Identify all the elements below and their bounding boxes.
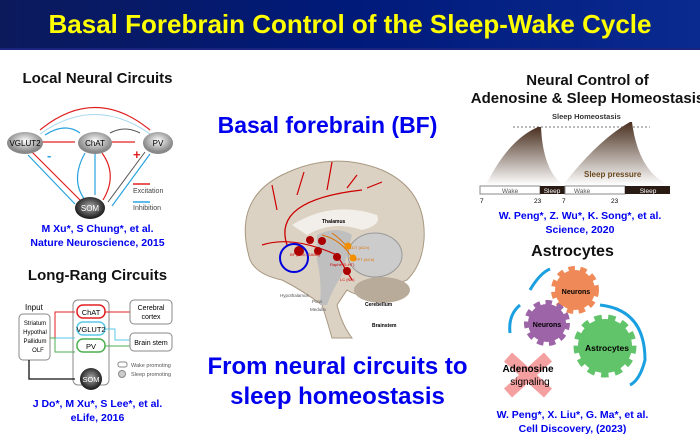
- legend-inhibition: Inhibition: [133, 205, 161, 212]
- legend-excitation: Excitation: [133, 188, 163, 195]
- bf-heading: Basal forebrain (BF): [217, 112, 438, 138]
- blocked-x-icon: [503, 352, 553, 398]
- node-vglut2: [7, 132, 43, 154]
- input-item: Striatum: [24, 321, 46, 327]
- node-pv: [143, 132, 173, 154]
- astrocytes-heading: Astrocytes: [531, 243, 614, 260]
- node-som: [75, 197, 105, 219]
- som-node: SOM: [82, 375, 99, 384]
- title-bar: Basal Forebrain Control of the Sleep-Wak…: [0, 0, 700, 50]
- long-range-diagram: Input Striatum Hypothal Pallidum OLF ChA…: [18, 299, 173, 390]
- node-chat: [78, 132, 112, 154]
- label-vglut2: VGLUT2: [9, 139, 41, 148]
- label-lc: LC (NA): [340, 277, 355, 282]
- local-circuits-heading: Local Neural Circuits: [22, 70, 173, 87]
- gear-label: Neurons: [562, 289, 591, 296]
- input-item: Pallidum: [23, 339, 46, 345]
- label-bf: BF (ACh, GABA): [290, 252, 321, 257]
- plus-sign: +: [133, 147, 141, 162]
- legend-wake: Wake promoting: [131, 363, 171, 369]
- citation-do-2016: J Do*, M Xu*, S Lee*, et al.eLife, 2016: [32, 398, 163, 424]
- label-pv: PV: [153, 139, 164, 148]
- label-medulla: Medulla: [310, 307, 326, 312]
- astrocytes-gear: [573, 314, 637, 378]
- label-ppt: PPT (ACh): [355, 257, 375, 262]
- chat-box: ChAT: [82, 308, 101, 317]
- neurons-gear-orange: [551, 266, 599, 314]
- input-item: OLF: [32, 348, 44, 354]
- label-ldt: LDT (ACh): [350, 245, 370, 250]
- gear-label: Astrocytes: [585, 343, 629, 353]
- brainstem-label: Brain stem: [134, 340, 168, 347]
- label-thalamus: Thalamus: [322, 219, 346, 225]
- bf-nucleus: [294, 246, 304, 256]
- minus-sign: -: [47, 148, 51, 163]
- gear-label: Neurons: [533, 322, 562, 329]
- citation-xu-2015: M Xu*, S Chung*, et al.Nature Neuroscien…: [30, 223, 165, 249]
- input-label: Input: [25, 303, 44, 312]
- sleep-homeostasis-chart: Sleep Homeostasis Sleep pressure Wake Sl…: [479, 112, 670, 205]
- time-tick: 23: [611, 198, 619, 205]
- label-brainstem: Brainstem: [372, 323, 397, 329]
- bf-highlight-circle: [279, 243, 309, 273]
- input-item: Hypothal: [23, 330, 47, 336]
- cycle-arrow: [528, 267, 551, 291]
- sleep-pressure-label: Sleep pressure: [584, 170, 642, 179]
- wake-segment: Wake: [574, 188, 591, 195]
- chart-title: Sleep Homeostasis: [552, 112, 621, 121]
- local-circuit-diagram: VGLUT2 ChAT PV SOM + - Excitation Inhibi…: [7, 106, 173, 219]
- sleep-segment: Sleep: [640, 188, 657, 195]
- slide-title: Basal Forebrain Control of the Sleep-Wak…: [48, 9, 652, 39]
- time-tick: 7: [562, 198, 566, 205]
- brain-illustration: BF (ACh, GABA) Thalamus Raphe (5-HT) LC …: [244, 160, 425, 339]
- legend-sleep: Sleep promoting: [131, 372, 171, 378]
- time-tick: 7: [480, 198, 484, 205]
- label-cerebellum: Cerebellum: [365, 302, 393, 308]
- vglut2-box: VGLUT2: [76, 325, 105, 334]
- long-range-heading: Long-Rang Circuits: [27, 267, 168, 284]
- adenosine-label: signaling: [510, 377, 549, 388]
- pv-box: PV: [86, 342, 96, 351]
- label-chat: ChAT: [85, 139, 105, 148]
- cortex-label: Cerebral: [138, 305, 165, 312]
- label-raphe: Raphe (5-HT): [330, 262, 355, 267]
- label-hypothalamus: Hypothalamus: [280, 293, 310, 298]
- citation-peng-2023: W. Peng*, X. Liu*, G. Ma*, et al.Cell Di…: [496, 409, 649, 435]
- cortex-label: cortex: [141, 314, 161, 321]
- label-pons: Pons: [312, 299, 323, 304]
- gear-diagram: Neurons Neurons Astrocytes Adenosine sig…: [502, 266, 647, 398]
- neurons-gear-purple: [524, 300, 570, 346]
- wake-segment: Wake: [502, 188, 519, 195]
- citation-peng-2020: W. Peng*, Z. Wu*, K. Song*, et al.Scienc…: [498, 210, 662, 236]
- time-tick: 23: [534, 198, 542, 205]
- adenosine-label: Adenosine: [502, 364, 554, 375]
- sleep-segment: Sleep: [544, 188, 561, 195]
- label-som: SOM: [81, 204, 100, 213]
